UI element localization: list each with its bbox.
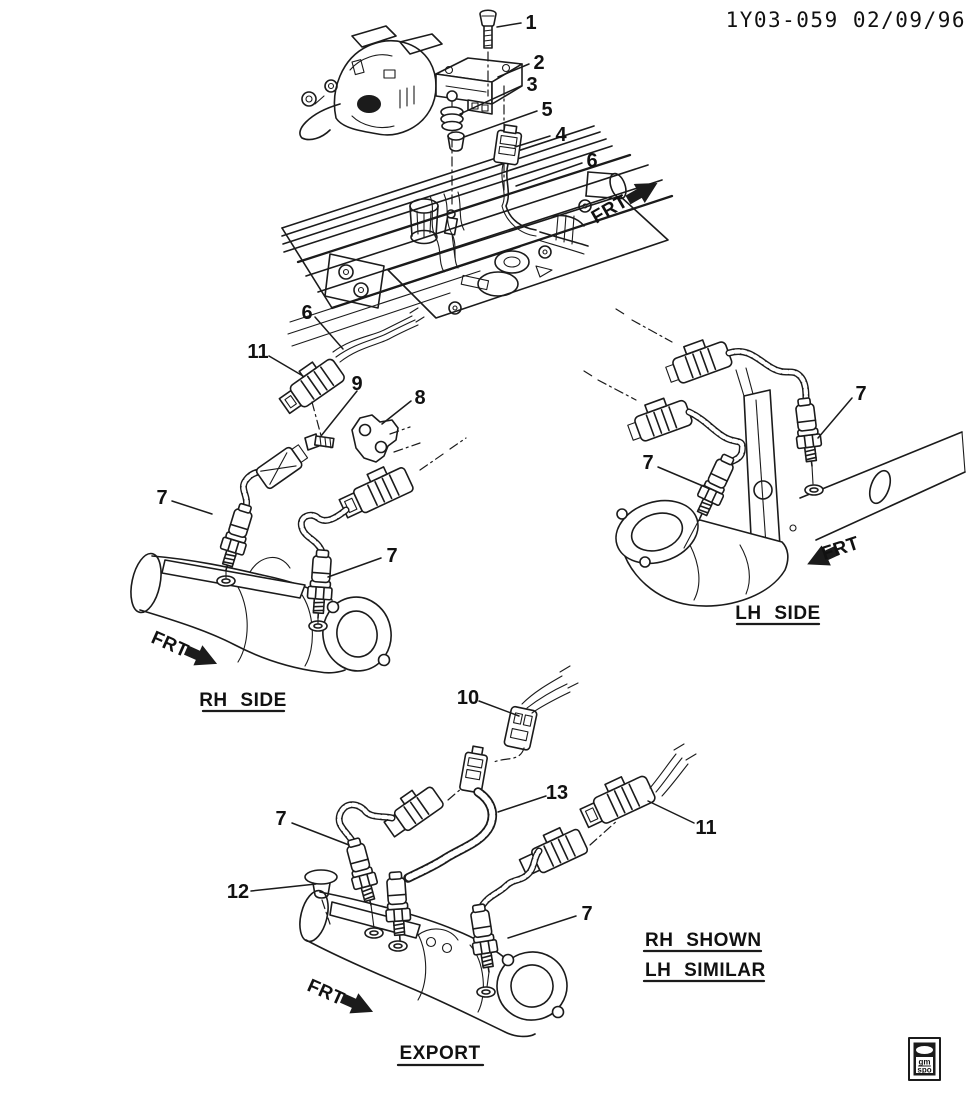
note-lh-similar: LH SIMILAR — [645, 960, 766, 981]
callout-8: 8 — [414, 387, 425, 409]
lh-manifold-art — [615, 484, 824, 607]
frt-label: FRT — [819, 533, 862, 565]
export-harness-connector-art — [459, 745, 488, 794]
callout-7: 7 — [386, 545, 397, 567]
export-connector-d-art — [383, 786, 444, 838]
note-rh-shown: RH SHOWN — [645, 930, 762, 951]
callout-13: 13 — [546, 782, 568, 804]
frt-label: FRT — [304, 975, 348, 1010]
figure-export: 10 13 7 12 11 7 FRT EXPORT RH SHOWN LH S… — [227, 665, 766, 1067]
callout-12: 12 — [227, 881, 249, 903]
frt-label: FRT — [148, 627, 192, 662]
lh-connector-upper-art — [665, 339, 733, 384]
sensor-boss-hole — [804, 484, 824, 496]
gm-spo-logo: gm spo — [908, 1037, 941, 1081]
sensor-boss-hole — [364, 927, 384, 939]
callout-7: 7 — [275, 808, 286, 830]
export-plug-12-art — [304, 869, 338, 925]
callout-7: 7 — [581, 903, 592, 925]
callout-7: 7 — [156, 487, 167, 509]
export-connector-10-art — [503, 705, 538, 751]
callout-7: 7 — [855, 383, 866, 405]
figure-engine-top: 1 2 3 5 4 6 FRT — [281, 9, 674, 347]
rh-pigtail-connector-art — [255, 444, 309, 490]
figure-lh-side: 7 7 FRT LH SIDE — [583, 308, 966, 626]
rh-connector-b-art — [338, 466, 414, 519]
oxygen-sensor — [465, 902, 502, 975]
caption-rh-side: RH SIDE — [199, 690, 287, 711]
rh-bolt-9-art — [304, 433, 335, 451]
lh-connector-lower-art — [627, 397, 693, 442]
logo-text-spo: spo — [917, 1066, 931, 1075]
callout-5: 5 — [541, 99, 552, 121]
callout-11: 11 — [247, 341, 268, 363]
callout-3: 3 — [526, 74, 537, 96]
document-reference: 1Y03-059 02/09/96 — [726, 8, 966, 32]
rh-manifold-art — [130, 552, 392, 674]
export-connector-11-art — [579, 775, 656, 829]
oxygen-sensor — [688, 450, 741, 524]
callout-4: 4 — [555, 124, 567, 146]
figure-rh-side: 6 11 9 8 7 7 FRT RH SIDE — [130, 302, 467, 713]
callout-11: 11 — [695, 817, 716, 839]
callout-6: 6 — [301, 302, 312, 324]
bushing-art — [447, 131, 465, 152]
caption-export: EXPORT — [399, 1043, 480, 1064]
bolt-art — [479, 9, 497, 49]
oxygen-sensor — [213, 500, 259, 575]
callout-1: 1 — [525, 12, 536, 34]
export-manifold-art — [299, 889, 568, 1038]
sensor-boss-hole — [476, 986, 496, 998]
callout-10: 10 — [457, 687, 479, 709]
oxygen-sensor — [791, 396, 825, 469]
callout-6: 6 — [586, 150, 597, 172]
caption-lh-side: LH SIDE — [735, 603, 820, 624]
rh-connector-11-art — [278, 358, 345, 415]
rh-bracket-8-art — [351, 414, 399, 463]
sensor-boss-hole — [388, 940, 408, 952]
export-connector-e-art — [518, 826, 589, 877]
egr-connector-art — [493, 124, 523, 166]
callout-9: 9 — [351, 373, 362, 395]
logo-text-gm: gm — [919, 1058, 931, 1067]
alternator-art — [299, 25, 443, 141]
callout-2: 2 — [533, 52, 544, 74]
callout-7: 7 — [642, 452, 653, 474]
